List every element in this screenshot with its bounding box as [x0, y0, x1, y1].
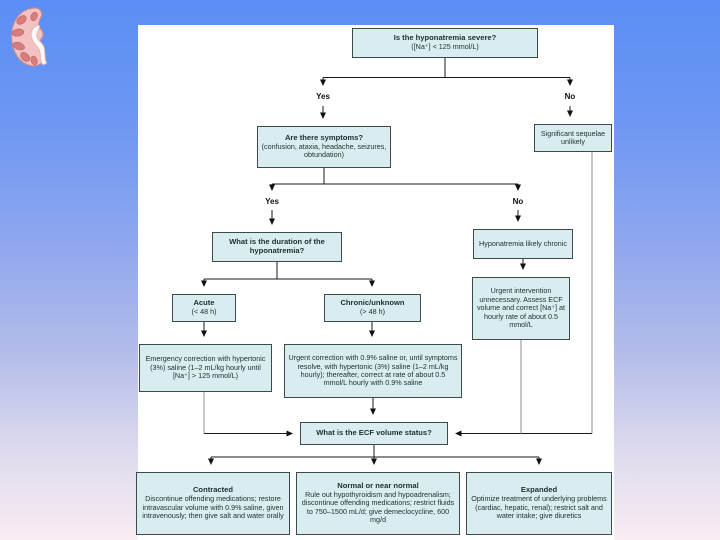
node-emergency-correction: Emergency correction with hypertonic (3%…: [139, 344, 272, 392]
node-expanded: Expanded Optimize treatment of underlyin…: [466, 472, 612, 535]
node-text: Urgent intervention unnecessary. Assess …: [476, 286, 566, 330]
node-title: What is the duration of the hyponatremia…: [229, 237, 325, 255]
node-text: Significant sequelae unlikely: [540, 128, 606, 146]
kidney-illustration: [11, 7, 48, 67]
branch-label-no: No: [512, 197, 524, 206]
node-duration-question: What is the duration of the hyponatremia…: [212, 232, 342, 262]
node-title: Are there symptoms?: [284, 133, 364, 143]
node-title: Normal or near normal: [337, 481, 419, 491]
node-title: Chronic/unknown: [340, 298, 405, 308]
node-ecf-volume-question: What is the ECF volume status?: [300, 422, 448, 445]
node-title: What is the ECF volume status?: [316, 428, 432, 438]
node-severe-question: Is the hyponatremia severe? ([Na⁺] < 125…: [352, 28, 538, 58]
node-title: Acute: [193, 298, 215, 308]
node-body: Optimize treatment of underlying problem…: [471, 494, 607, 521]
node-body: Discontinue offending medications; resto…: [142, 494, 284, 521]
node-title: Expanded: [520, 485, 558, 495]
node-significant-sequelae-unlikely: Significant sequelae unlikely: [534, 124, 612, 152]
node-title: Contracted: [192, 485, 234, 495]
node-subtitle: ([Na⁺] < 125 mmol/L): [411, 42, 479, 52]
node-contracted: Contracted Discontinue offending medicat…: [136, 472, 290, 535]
node-normal-or-near-normal: Normal or near normal Rule out hypothyro…: [296, 472, 460, 535]
node-urgent-intervention-unnecessary: Urgent intervention unnecessary. Assess …: [472, 277, 570, 340]
node-title: Is the hyponatremia severe?: [393, 33, 497, 43]
node-hyponatremia-likely-chronic: Hyponatremia likely chronic: [473, 229, 573, 259]
node-chronic-unknown: Chronic/unknown (> 48 h): [324, 294, 421, 322]
node-urgent-correction: Urgent correction with 0.9% saline or, u…: [284, 344, 462, 398]
node-subtitle: (> 48 h): [360, 307, 385, 317]
node-text: Hyponatremia likely chronic: [479, 238, 567, 248]
branch-label-yes: Yes: [265, 197, 279, 206]
node-text: Emergency correction with hypertonic (3%…: [145, 354, 266, 381]
node-body: Rule out hypothyroidism and hypoadrenali…: [301, 490, 455, 525]
node-subtitle: (confusion, ataxia, headache, seizures, …: [261, 141, 387, 160]
node-symptoms-question: Are there symptoms? (confusion, ataxia, …: [257, 126, 391, 168]
branch-label-yes: Yes: [316, 92, 330, 101]
node-acute: Acute (< 48 h): [172, 294, 236, 322]
node-text: Urgent correction with 0.9% saline or, u…: [288, 353, 458, 388]
node-subtitle: (< 48 h): [191, 307, 217, 317]
branch-label-no: No: [564, 92, 576, 101]
